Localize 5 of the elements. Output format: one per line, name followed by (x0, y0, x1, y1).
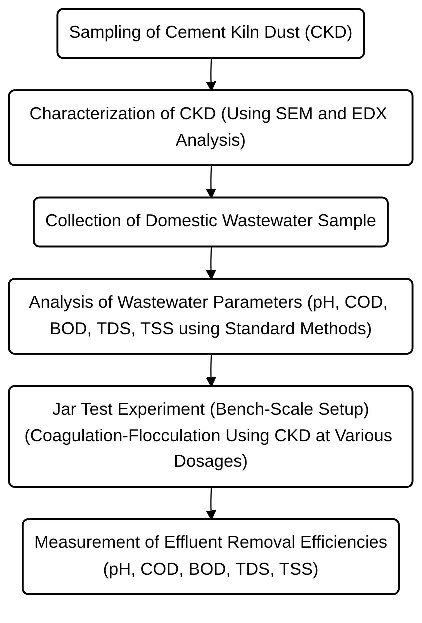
arrow (206, 354, 216, 388)
arrow (206, 247, 216, 280)
arrow (206, 166, 216, 199)
arrow (206, 488, 216, 520)
arrow (206, 58, 216, 92)
